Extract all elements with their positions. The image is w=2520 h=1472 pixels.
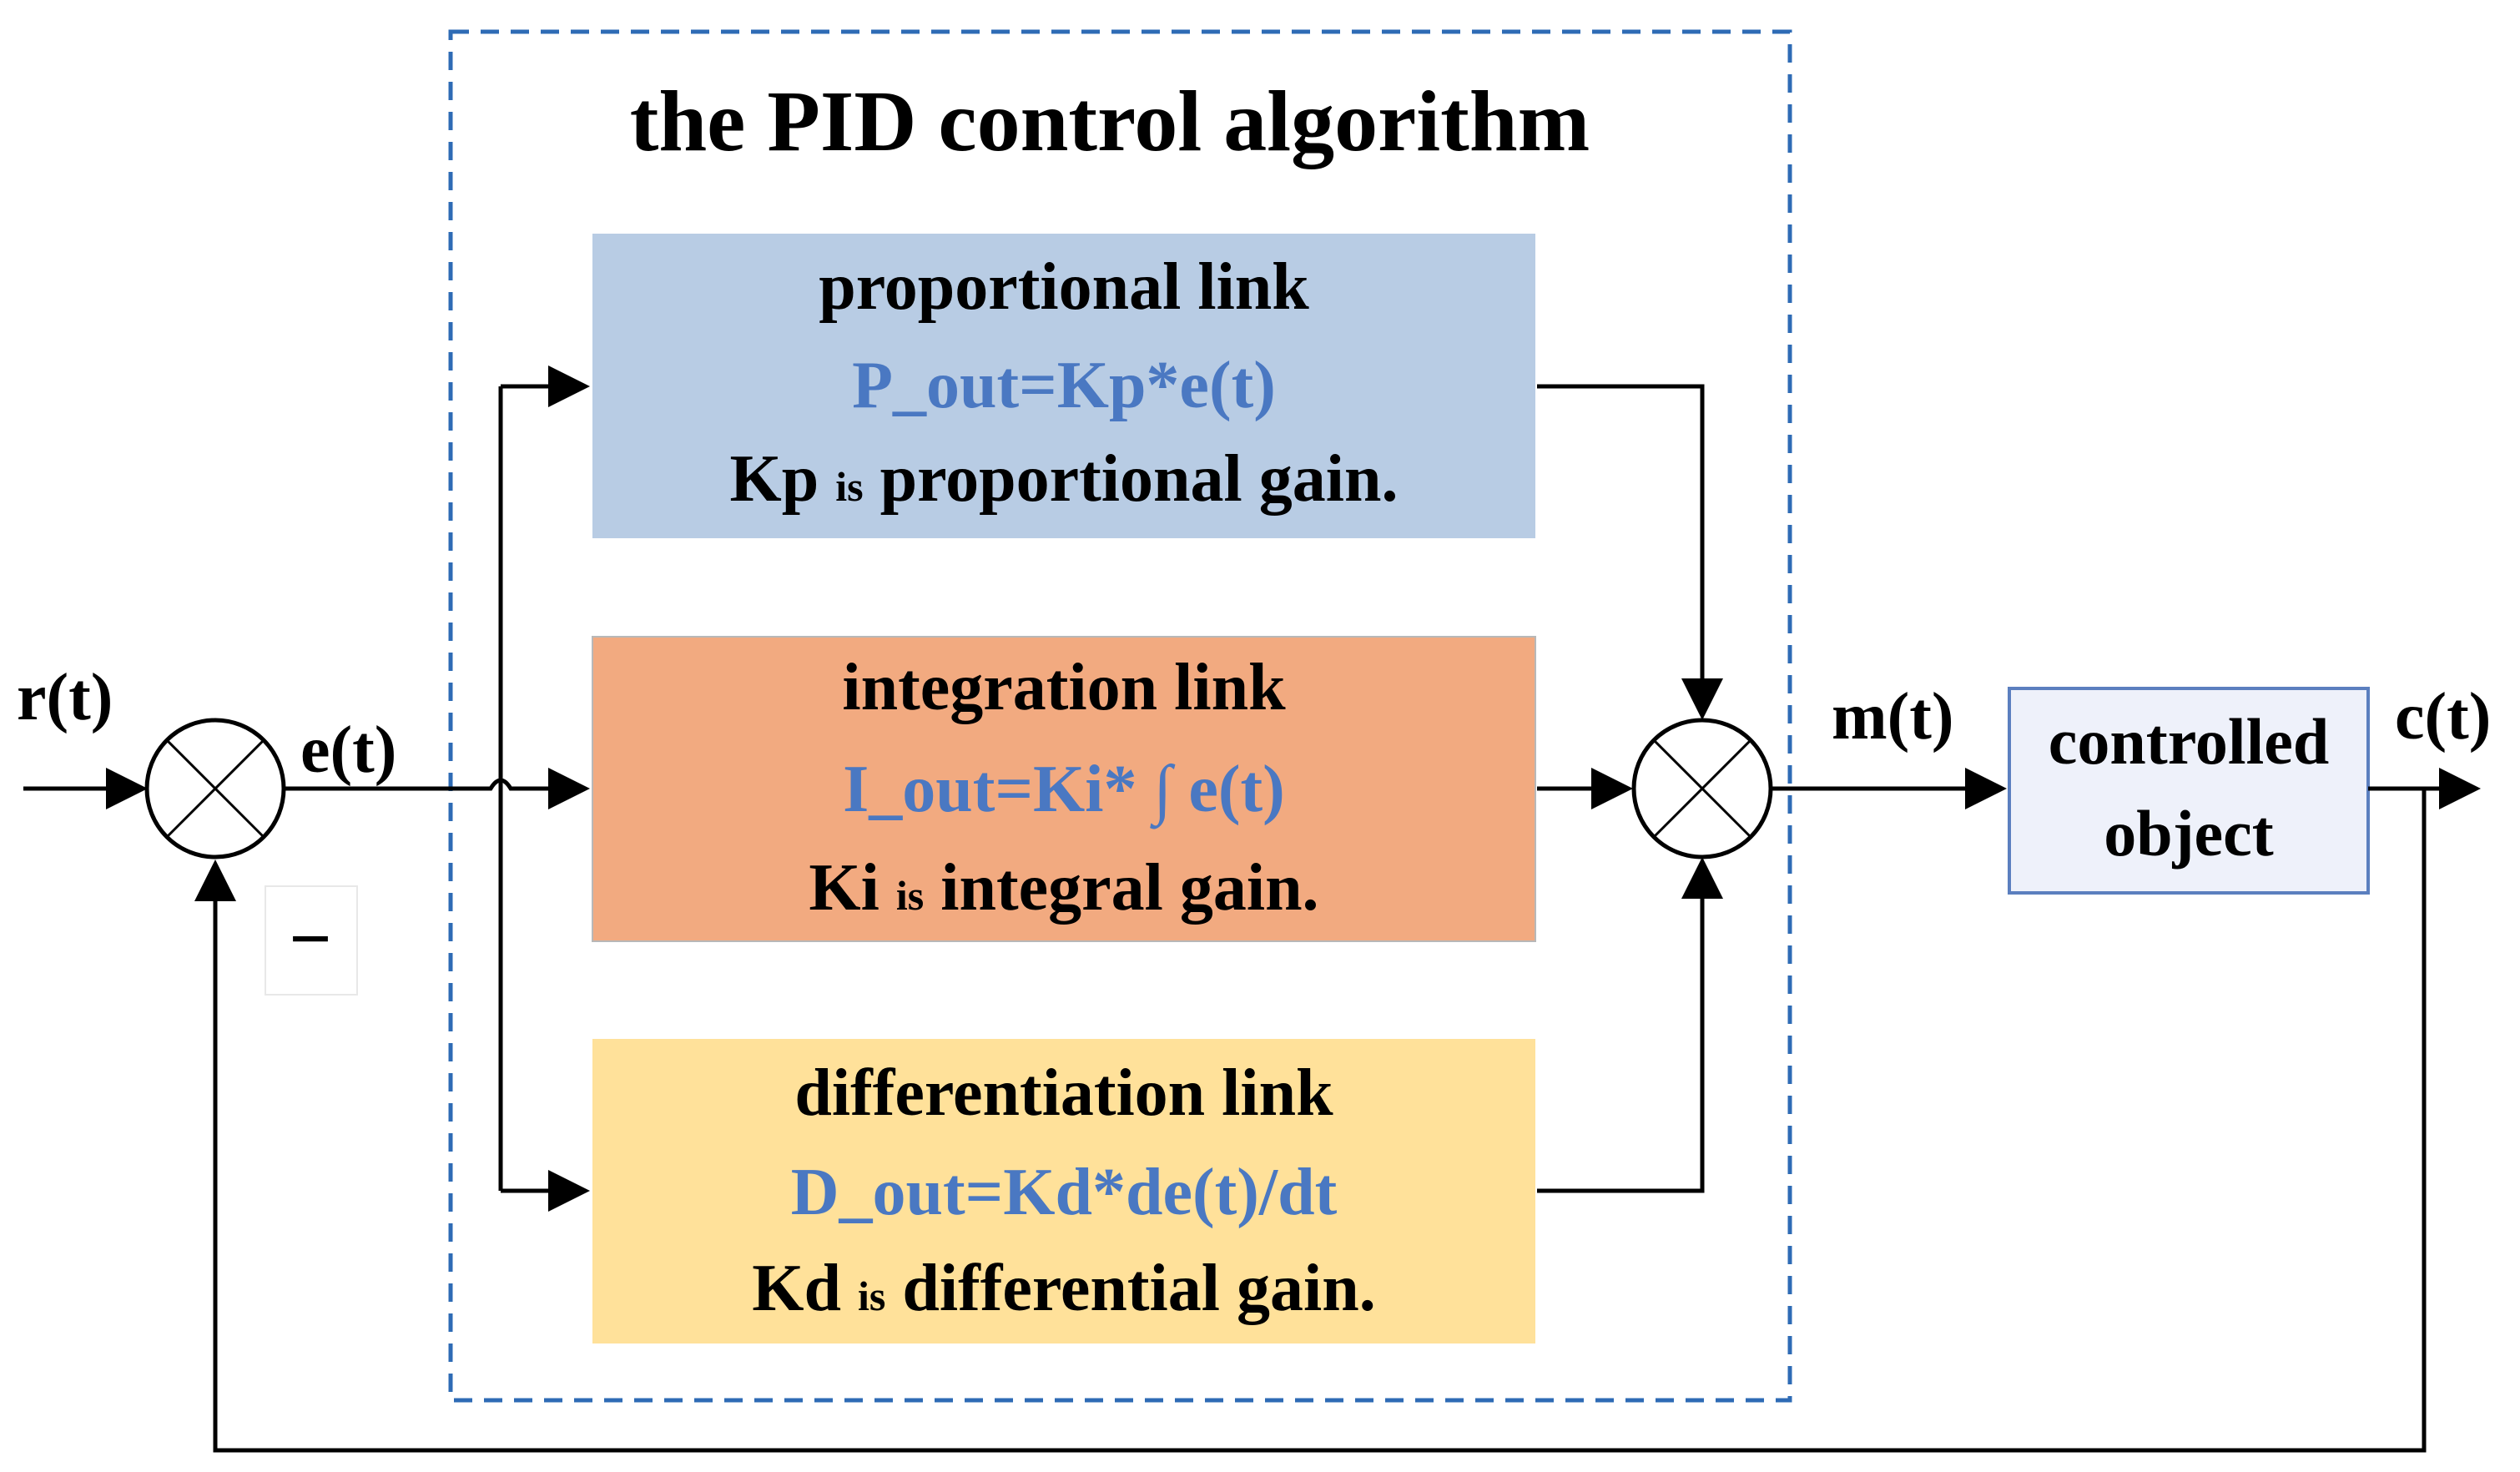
integration-gain-symbol: Ki — [809, 851, 879, 925]
differentiation-link-title: differentiation link — [794, 1056, 1333, 1130]
pid-algorithm-container — [448, 29, 1792, 1403]
integration-link-title: integration link — [842, 651, 1286, 724]
integration-link-formula: I_out=Ki* ∫ e(t) — [843, 753, 1285, 829]
differentiation-gain-note: Kd is differential gain. — [752, 1252, 1375, 1325]
pid-title: the PID control algorithm — [630, 73, 1590, 169]
controlled-object-line1: controlled — [2049, 705, 2330, 778]
signal-wires — [23, 365, 2481, 1453]
integration-gain-is: is — [896, 872, 924, 919]
controlled-object-block — [2008, 687, 2370, 895]
proportional-link-title: proportional link — [819, 250, 1309, 324]
proportional-link-block — [592, 234, 1535, 538]
manipulated-signal-label: m(t) — [1832, 680, 1954, 754]
controlled-object-line2: object — [2104, 797, 2274, 870]
input-summing-junction-icon — [144, 718, 286, 860]
integration-gain-desc: integral gain. — [940, 851, 1318, 925]
error-signal-label: e(t) — [300, 713, 396, 787]
proportional-gain-symbol: Kp — [730, 442, 819, 516]
integration-gain-note: Ki is integral gain. — [809, 851, 1318, 925]
proportional-gain-desc: proportional gain. — [880, 442, 1399, 516]
integration-link-block — [592, 636, 1536, 942]
differentiation-gain-symbol: Kd — [752, 1252, 841, 1325]
reference-signal-label: r(t) — [17, 661, 113, 734]
differentiation-link-block — [592, 1039, 1535, 1343]
output-signal-label: c(t) — [2395, 680, 2491, 754]
proportional-link-formula: P_out=Kp*e(t) — [852, 349, 1276, 422]
differentiation-gain-desc: differential gain. — [902, 1252, 1375, 1325]
feedback-sign: − — [289, 898, 331, 980]
output-summing-junction-icon — [1631, 718, 1773, 860]
proportional-gain-note: Kp is proportional gain. — [730, 442, 1399, 516]
feedback-sign-box — [265, 885, 358, 996]
differentiation-link-formula: D_out=Kd*de(t)/dt — [791, 1156, 1338, 1229]
proportional-gain-is: is — [835, 463, 863, 510]
differentiation-gain-is: is — [858, 1273, 885, 1319]
